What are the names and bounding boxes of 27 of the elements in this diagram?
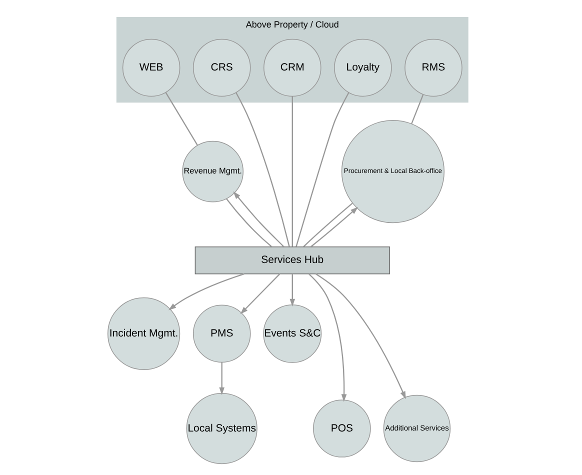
node-circle: Incident Mgmt. [107, 297, 180, 370]
connector [165, 92, 198, 146]
arrow [168, 273, 244, 310]
node-circle: WEB [122, 38, 180, 97]
node-box: Services Hub [194, 246, 390, 274]
node-circle: Loyalty [334, 38, 392, 97]
node-circle: Local Systems [186, 393, 258, 464]
node-circle: Additional Services [383, 394, 451, 462]
connector [296, 92, 350, 247]
connector [235, 92, 290, 247]
arrow [233, 191, 284, 248]
arrow [240, 274, 280, 314]
arrow [290, 274, 296, 307]
node-circle: Events S&C [263, 304, 322, 363]
connector [411, 94, 424, 124]
node-circle: CRM [264, 38, 322, 97]
connector [292, 96, 293, 247]
arrow [310, 206, 358, 248]
connector [226, 198, 272, 248]
node-circle: Revenue Mgmt. [182, 140, 244, 202]
node-circle: CRS [192, 38, 251, 97]
node-circle: RMS [404, 38, 462, 97]
arrow [219, 362, 225, 395]
connector [303, 202, 353, 248]
arrow [315, 273, 406, 400]
node-circle: POS [313, 400, 371, 458]
arrow [308, 274, 347, 402]
